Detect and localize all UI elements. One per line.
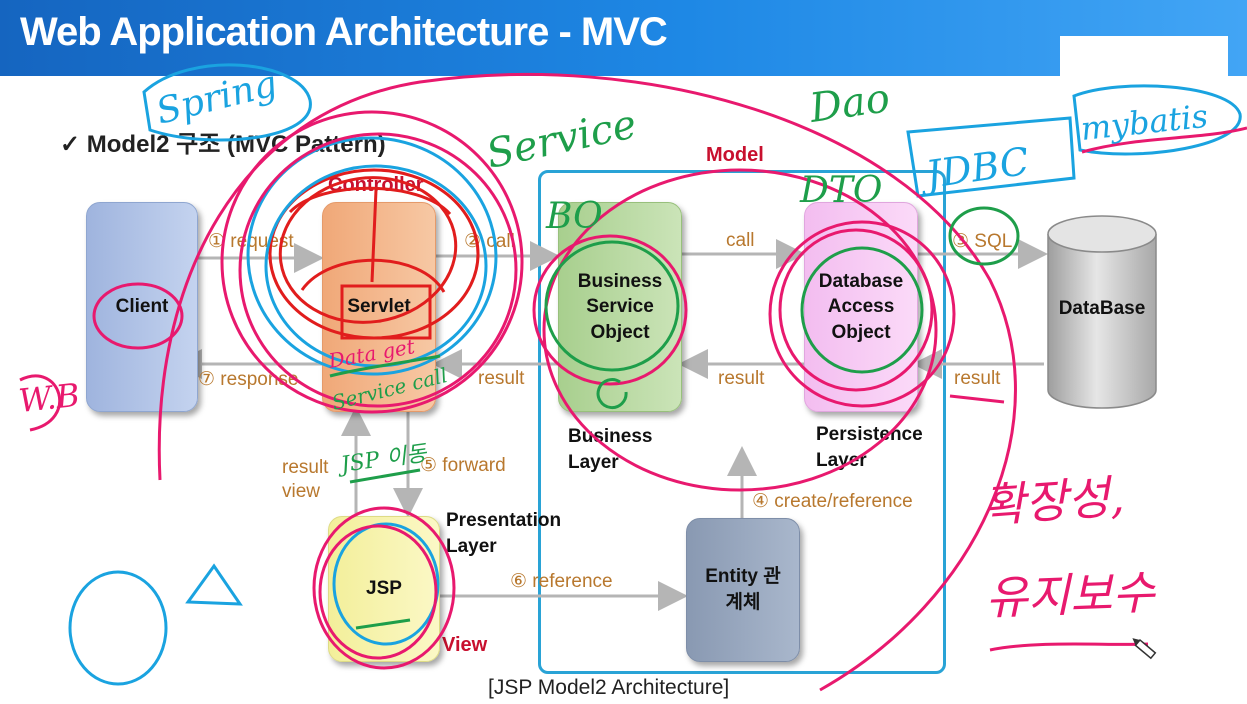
result-view-label: result view	[282, 457, 329, 502]
database-label: DataBase	[1058, 298, 1146, 319]
bo-annotation: BO	[545, 196, 603, 237]
maintenance-annotation: 유지보수	[984, 565, 1157, 625]
wb-annotation: W.B	[17, 376, 82, 420]
client-label: Client	[115, 296, 169, 318]
database-access-object-label: Database Access Object	[818, 270, 904, 343]
forward-flow-label: ⑤ forward	[420, 455, 506, 476]
presentation-layer-label: Presentation Layer	[446, 510, 562, 557]
dto-annotation: DTO	[799, 170, 882, 211]
persistence-layer-label: Persistence Layer	[816, 424, 923, 471]
database-cylinder-icon	[1047, 215, 1157, 409]
entity-label: Entity 관계체	[705, 566, 781, 613]
model-label: Model	[706, 144, 764, 166]
jsp-move-annotation: JSP 이동	[335, 441, 430, 479]
view-label: View	[442, 634, 488, 656]
servlet-label: Servlet	[347, 296, 411, 318]
call-flow-label: call	[726, 230, 755, 251]
reference-flow-label: ⑥ reference	[510, 571, 613, 592]
service-annotation: Service	[483, 101, 641, 178]
mybatis-annotation: mybatis	[1079, 97, 1210, 148]
dao-annotation: Dao	[806, 75, 893, 132]
figure-caption: [JSP Model2 Architecture]	[488, 676, 730, 699]
pen-cursor-icon	[1132, 638, 1157, 660]
title-banner: Web Application Architecture - MVC	[0, 0, 1247, 76]
database-node: DataBase	[1046, 214, 1158, 410]
entity-node: Entity 관계체	[686, 518, 800, 662]
result-dao-label: result	[718, 368, 765, 389]
jsp-label: JSP	[366, 578, 402, 600]
business-service-object-label: Business Service Object	[577, 270, 663, 343]
result-db-label: result	[954, 368, 1001, 389]
jdbc-annotation: JDBC	[916, 139, 1031, 198]
create-reference-flow-label: ④ create/reference	[752, 491, 913, 512]
extensibility-annotation: 확장성,	[981, 469, 1126, 533]
slide-title: Web Application Architecture - MVC	[20, 10, 668, 54]
result-bso-label: result	[478, 368, 525, 389]
white-cover-box	[1060, 36, 1228, 98]
